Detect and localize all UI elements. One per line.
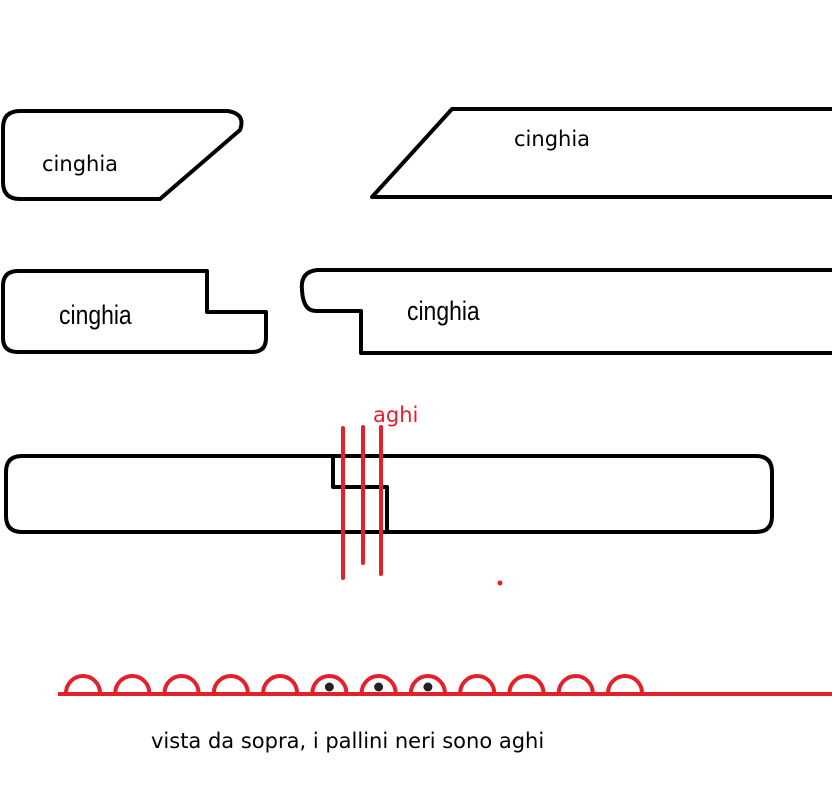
belt-end-right-scarf — [370, 107, 832, 199]
top-view-loop — [507, 674, 546, 694]
needle-dot — [324, 682, 334, 692]
belt-end-left-scarf — [1, 109, 244, 201]
scarf-joint-row: cinghia cinghia — [1, 107, 832, 201]
stepped-joint-row: cinghia cinghia — [1, 268, 832, 355]
belt-end-left-stepped — [1, 269, 268, 354]
top-view-loop — [310, 674, 349, 694]
needle-dot — [423, 682, 433, 692]
top-view-stitch-row: vista da sopra, i pallini neri sono aghi — [58, 674, 832, 753]
top-view-loop — [64, 674, 102, 694]
top-view-loop — [113, 674, 152, 694]
belt-label-mid-left: cinghia — [59, 300, 132, 330]
belt-label-top-left: cinghia — [42, 152, 118, 176]
joined-belt-outline — [4, 454, 774, 534]
belt-end-right-stepped — [299, 268, 832, 355]
needles-label: aghi — [373, 403, 418, 427]
belt-label-top-right: cinghia — [514, 127, 590, 151]
top-view-loop — [261, 674, 300, 694]
top-view-loop — [458, 674, 497, 694]
top-view-loop — [359, 674, 398, 694]
joint-step-line — [331, 454, 389, 534]
top-view-loop — [606, 674, 644, 694]
joined-belt-row: aghi — [4, 403, 774, 586]
top-view-loops — [64, 674, 644, 694]
stray-red-dot — [497, 580, 503, 586]
caption: vista da sopra, i pallini neri sono aghi — [151, 729, 544, 753]
top-view-loop — [211, 674, 250, 694]
belt-label-mid-right: cinghia — [407, 296, 480, 326]
needle-dot — [374, 682, 384, 692]
top-view-loop — [556, 674, 595, 694]
top-view-loop — [408, 674, 447, 694]
top-view-loop — [162, 674, 201, 694]
